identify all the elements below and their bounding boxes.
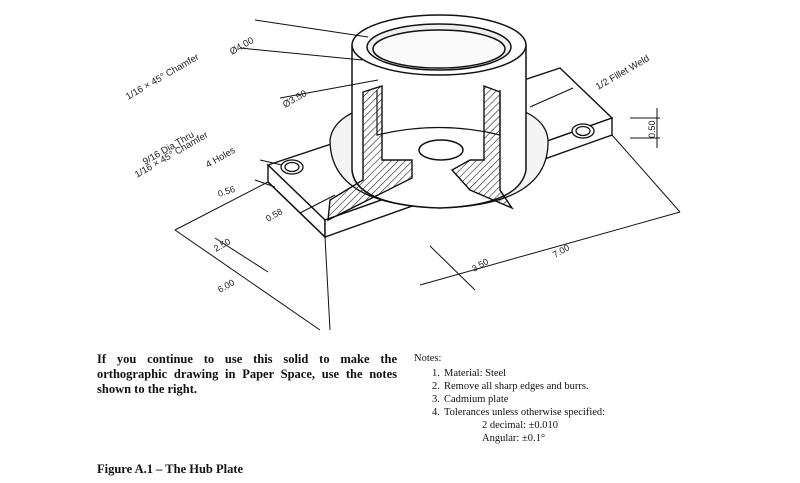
dim-058: 0.58 [264,206,284,223]
dim-250: 2.50 [212,236,232,253]
note-item: 4.Tolerances unless otherwise specified: [432,407,606,418]
section-cut [327,84,514,222]
hub-plate-drawing: 1/16 × 45° Chamfer Ø4.00 Ø3.50 9/16 Dia … [124,14,681,331]
inner-diameter-label: Ø3.50 [281,88,309,110]
note-item: 1.Material: Steel [432,368,507,379]
dim-350: 3.50 [470,256,490,273]
leader-lines [174,19,681,331]
dim-050: 0.50 [647,120,657,138]
fillet-weld-callout: 1/2 Fillet Weld [594,53,651,93]
chamfer-top-callout: 1/16 × 45° Chamfer [124,52,201,103]
figure-caption: Figure A.1 – The Hub Plate [97,462,244,476]
notes-list: 1.Material: Steel 2.Remove all sharp edg… [414,367,714,419]
notes-block: Notes: 1.Material: Steel 2.Remove all sh… [414,352,714,445]
outer-diameter-label: Ø4.00 [228,35,256,57]
note-item: 3.Cadmium plate [432,394,509,405]
tolerance-decimal: 2 decimal: ±0.010 [482,420,559,431]
holes-callout-line3: 4 Holes [204,145,238,171]
tolerance-angular: Angular: ±0.1° [482,433,546,444]
dim-700: 7.00 [551,242,571,259]
instruction-paragraph: If you continue to use this solid to mak… [97,352,397,396]
dim-056: 0.56 [217,184,237,199]
notes-header: Notes: [414,353,442,364]
note-item: 2.Remove all sharp edges and burrs. [432,381,589,392]
bolt-holes [280,123,595,175]
dim-600: 6.00 [216,277,236,294]
